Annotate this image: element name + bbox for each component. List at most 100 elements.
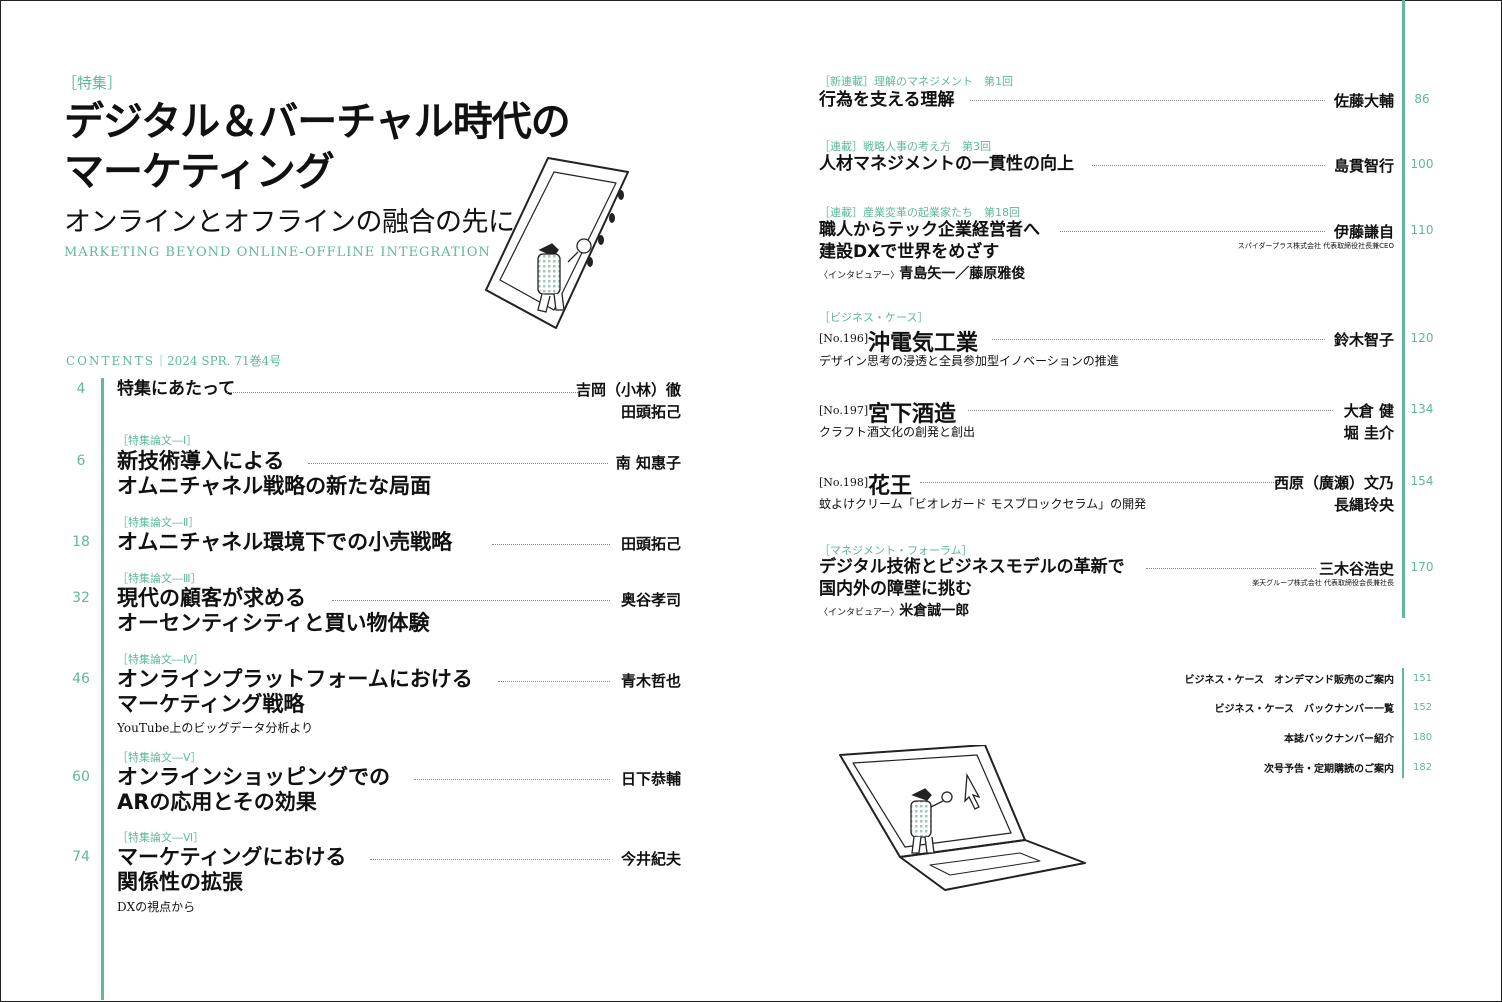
- feature-subtitle: オンラインとオフラインの融合の先に: [64, 207, 515, 238]
- item-author: 田頭拓己: [620, 535, 681, 553]
- page-number: 6: [76, 453, 86, 469]
- interviewer-label: 〈インタビュアー〉: [819, 271, 900, 281]
- item-title: 国内外の障壁に挑む: [819, 579, 972, 599]
- item-author: 日下恭輔: [620, 770, 681, 788]
- item-label: ［特集論文―Ⅰ］: [117, 434, 198, 447]
- item-title: 職人からテック企業経営者へ: [819, 220, 1040, 240]
- author-affiliation: スパイダープラス株式会社 代表取締役社長兼CEO: [1237, 242, 1394, 250]
- item-label: ［特集論文―Ⅴ］: [117, 751, 202, 764]
- item-title: オーセンティシティと買い物体験: [117, 611, 430, 635]
- misc-label: ビジネス・ケース オンデマンド販売のご案内: [1184, 675, 1395, 686]
- item-subtitle: クラフト酒文化の創発と創出: [819, 425, 976, 439]
- item-title: 花王: [868, 474, 913, 499]
- leader-dots: [308, 463, 608, 464]
- item-label: ［連載］産業変革の起業家たち 第18回: [819, 206, 1020, 219]
- page-number: 110: [1410, 223, 1434, 237]
- item-author: 堀 圭介: [1343, 424, 1394, 442]
- leader-dots: [370, 859, 610, 860]
- page-number: 32: [72, 590, 90, 606]
- leader-dots: [970, 100, 1325, 101]
- item-author: 島貫智行: [1333, 157, 1394, 175]
- item-title: オムニチャネル戦略の新たな局面: [117, 474, 432, 498]
- author-affiliation: 楽天グループ株式会社 代表取締役会長兼社長: [1252, 579, 1394, 587]
- item-author: 佐藤大輔: [1333, 92, 1394, 110]
- item-title: 人材マネジメントの一貫性の向上: [819, 154, 1074, 174]
- interviewer-label: 〈インタビュアー〉: [819, 608, 900, 618]
- page-number: 180: [1413, 732, 1433, 743]
- case-number: [No.197]: [819, 404, 869, 417]
- item-title: 特集にあたって: [117, 379, 236, 399]
- item-subtitle: YouTube上のビッグデータ分析より: [117, 721, 314, 735]
- item-title: マーケティングにおける: [117, 845, 347, 869]
- item-title: 行為を支える理解: [819, 90, 955, 110]
- page-number: 134: [1410, 402, 1434, 416]
- item-label: ［特集論文―Ⅳ］: [117, 653, 205, 666]
- item-title: マーケティング戦略: [117, 692, 305, 716]
- item-author: 西原（廣瀬）文乃: [1273, 474, 1394, 492]
- feature-tag: ［特集］: [62, 74, 123, 92]
- leader-dots: [225, 392, 580, 393]
- item-label: ［マネジメント・フォーラム］: [819, 544, 973, 557]
- item-title: ARの応用とその効果: [117, 790, 317, 814]
- item-author: 大倉 健: [1343, 402, 1394, 420]
- page-number: 74: [72, 849, 90, 865]
- contents-label: CONTENTS: [66, 354, 156, 368]
- page-number: 4: [76, 381, 86, 397]
- item-title: 新技術導入による: [117, 449, 285, 473]
- page-number: 120: [1410, 331, 1434, 345]
- item-author: 鈴木智子: [1333, 331, 1394, 349]
- page-number: 154: [1410, 474, 1434, 488]
- leader-dots: [1146, 568, 1316, 569]
- case-number: [No.196]: [819, 332, 869, 345]
- left-vertical-rule: [101, 378, 104, 1000]
- page-number: 152: [1413, 702, 1433, 713]
- page-number: 182: [1413, 762, 1433, 773]
- item-author: 長縄玲央: [1333, 496, 1394, 514]
- item-author: 青木哲也: [620, 672, 681, 690]
- issue-info: ｜2024 SPR. 71巻4号: [155, 354, 282, 368]
- leader-dots: [1092, 165, 1325, 166]
- laptop-detective-illustration: [839, 745, 1086, 891]
- page-number: 60: [72, 769, 90, 785]
- item-author: 吉岡（小林）徹: [575, 381, 681, 399]
- item-label: ［連載］戦略人事の考え方 第3回: [819, 140, 991, 153]
- leader-dots: [332, 600, 610, 601]
- page-number: 86: [1414, 92, 1430, 106]
- item-subtitle: 蚊よけクリーム「ビオレガード モスブロックセラム」の開発: [819, 497, 1147, 511]
- page-number: 170: [1410, 560, 1434, 574]
- feature-title-line1: デジタル＆バーチャル時代の: [64, 99, 571, 145]
- item-title: デジタル技術とビジネスモデルの革新で: [819, 557, 1125, 577]
- item-subtitle: デザイン思考の浸透と全員参加型イノベーションの推進: [819, 354, 1119, 368]
- leader-dots: [492, 544, 610, 545]
- right-vertical-rule: [1402, 0, 1405, 618]
- leader-dots: [414, 779, 610, 780]
- page-number: 18: [72, 534, 90, 550]
- interviewer-name: 青島矢一／藤原雅俊: [899, 266, 1026, 282]
- leader-dots: [1060, 231, 1325, 232]
- misc-label: 本誌バックナンバー紹介: [1284, 734, 1394, 745]
- leader-dots: [992, 339, 1325, 340]
- interviewer: 〈インタビュアー〉米倉誠一郎: [819, 600, 969, 620]
- page-number: 151: [1413, 673, 1433, 684]
- item-label: ［ビジネス・ケース］: [819, 311, 929, 324]
- page-number: 100: [1410, 157, 1434, 171]
- misc-label: 次号予告・定期購読のご案内: [1264, 764, 1394, 775]
- leader-dots: [920, 482, 1280, 483]
- leader-dots: [968, 410, 1333, 411]
- item-author: 南 知惠子: [615, 454, 681, 472]
- case-number: [No.198]: [819, 476, 869, 489]
- interviewer: 〈インタビュアー〉青島矢一／藤原雅俊: [819, 263, 1025, 283]
- interviewer-name: 米倉誠一郎: [899, 603, 970, 619]
- item-label: ［特集論文―Ⅲ］: [117, 572, 202, 585]
- item-subtitle: DXの視点から: [117, 900, 196, 914]
- item-title: オムニチャネル環境下での小売戦略: [117, 530, 453, 554]
- item-label: ［特集論文―Ⅵ］: [117, 831, 205, 844]
- item-title: オンラインプラットフォームにおける: [117, 667, 473, 691]
- misc-label: ビジネス・ケース バックナンバー一覧: [1214, 704, 1395, 715]
- item-label: ［新連載］理解のマネジメント 第1回: [819, 75, 1013, 88]
- item-author: 田頭拓己: [620, 403, 681, 421]
- item-author: 三木谷浩史: [1318, 560, 1394, 578]
- item-author: 伊藤謙自: [1333, 223, 1394, 241]
- right-vertical-rule-short: [1402, 668, 1404, 778]
- feature-english-title: MARKETING BEYOND ONLINE-OFFLINE INTEGRAT…: [64, 245, 491, 260]
